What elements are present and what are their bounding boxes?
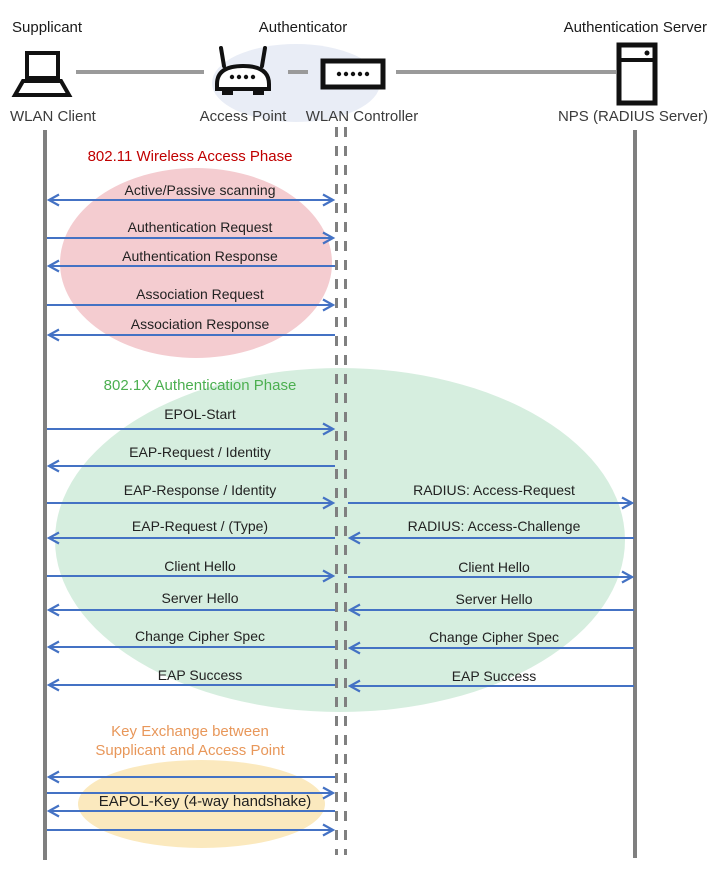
message-label: EAP-Response / Identity [123,482,277,498]
message-arrow-right [47,823,336,837]
message-arrow-right [47,231,336,245]
message-arrow-right [348,570,635,584]
message-arrow-both [46,193,336,207]
message-label: Change Cipher Spec [135,628,265,644]
message-arrow-left [46,459,335,473]
access-point-label: Access Point [199,108,287,125]
key-exchange-phase-title-line2: Supplicant and Access Point [95,742,285,759]
dot1x-authentication-phase-title: 802.1X Authentication Phase [103,377,297,394]
message-arrow-left [347,531,634,545]
message-arrow-left [46,770,335,784]
message-label: Authentication Response [122,248,278,264]
server-icon [616,42,658,106]
key-exchange-phase-title: Key Exchange between Supplicant and Acce… [95,722,284,760]
access-point-icon [215,46,271,95]
dot1x-authentication-phase-ellipse [55,368,625,712]
message-label: Server Hello [455,591,533,607]
message-label: RADIUS: Access-Challenge [407,518,581,534]
message-label: Association Response [130,316,270,332]
nps-server-label: NPS (RADIUS Server) [557,108,708,125]
message-label: EAP Success [451,668,537,684]
message-arrow-left [46,640,335,654]
message-arrow-left [46,531,335,545]
message-label: Change Cipher Spec [429,629,559,645]
message-label: EAP Success [157,667,243,683]
message-arrow-right [47,569,336,583]
authenticator-role-label: Authenticator [258,19,348,36]
message-label: Authentication Request [127,219,273,235]
connector-client-ap [76,70,204,74]
connector-controller-server [396,70,616,74]
message-label: EPOL-Start [164,406,236,422]
message-label: Association Request [136,286,264,302]
message-label: Client Hello [458,559,530,575]
controller-lifeline-dash-left [335,127,338,855]
message-arrow-right [47,496,336,510]
wlan-client-label: WLAN Client [10,108,96,125]
message-label: EAPOL-Key (4-way handshake) [98,793,312,810]
supplicant-role-label: Supplicant [12,19,83,36]
message-label: EAP-Request / Identity [129,444,271,460]
key-exchange-phase-title-line1: Key Exchange between [111,723,269,740]
message-arrow-left [46,804,335,818]
message-arrow-left [46,328,335,342]
message-arrow-left [347,641,634,655]
wlan-controller-label: WLAN Controller [305,108,419,125]
key-exchange-phase-ellipse [78,760,325,848]
message-label: Server Hello [161,590,239,606]
message-arrow-left [46,603,335,617]
message-arrow-right [47,422,336,436]
wlan-controller-icon [320,58,386,90]
message-arrow-right [47,786,336,800]
message-arrow-right [348,496,635,510]
client-lifeline [43,130,47,860]
message-label: EAP-Request / (Type) [131,518,269,534]
wireless-access-phase-title: 802.11 Wireless Access Phase [87,148,293,165]
message-arrow-left [347,603,634,617]
message-label: Client Hello [164,558,236,574]
controller-lifeline-dash-right [344,127,347,855]
message-label: RADIUS: Access-Request [413,482,575,498]
message-arrow-right [47,298,336,312]
authentication-server-role-label: Authentication Server [563,19,707,36]
laptop-icon [11,51,73,97]
message-arrow-left [46,678,335,692]
message-label: Active/Passive scanning [124,182,276,198]
server-lifeline [633,130,637,858]
connector-ap-controller [288,70,308,74]
message-arrow-left [46,259,335,273]
message-arrow-left [347,679,634,693]
